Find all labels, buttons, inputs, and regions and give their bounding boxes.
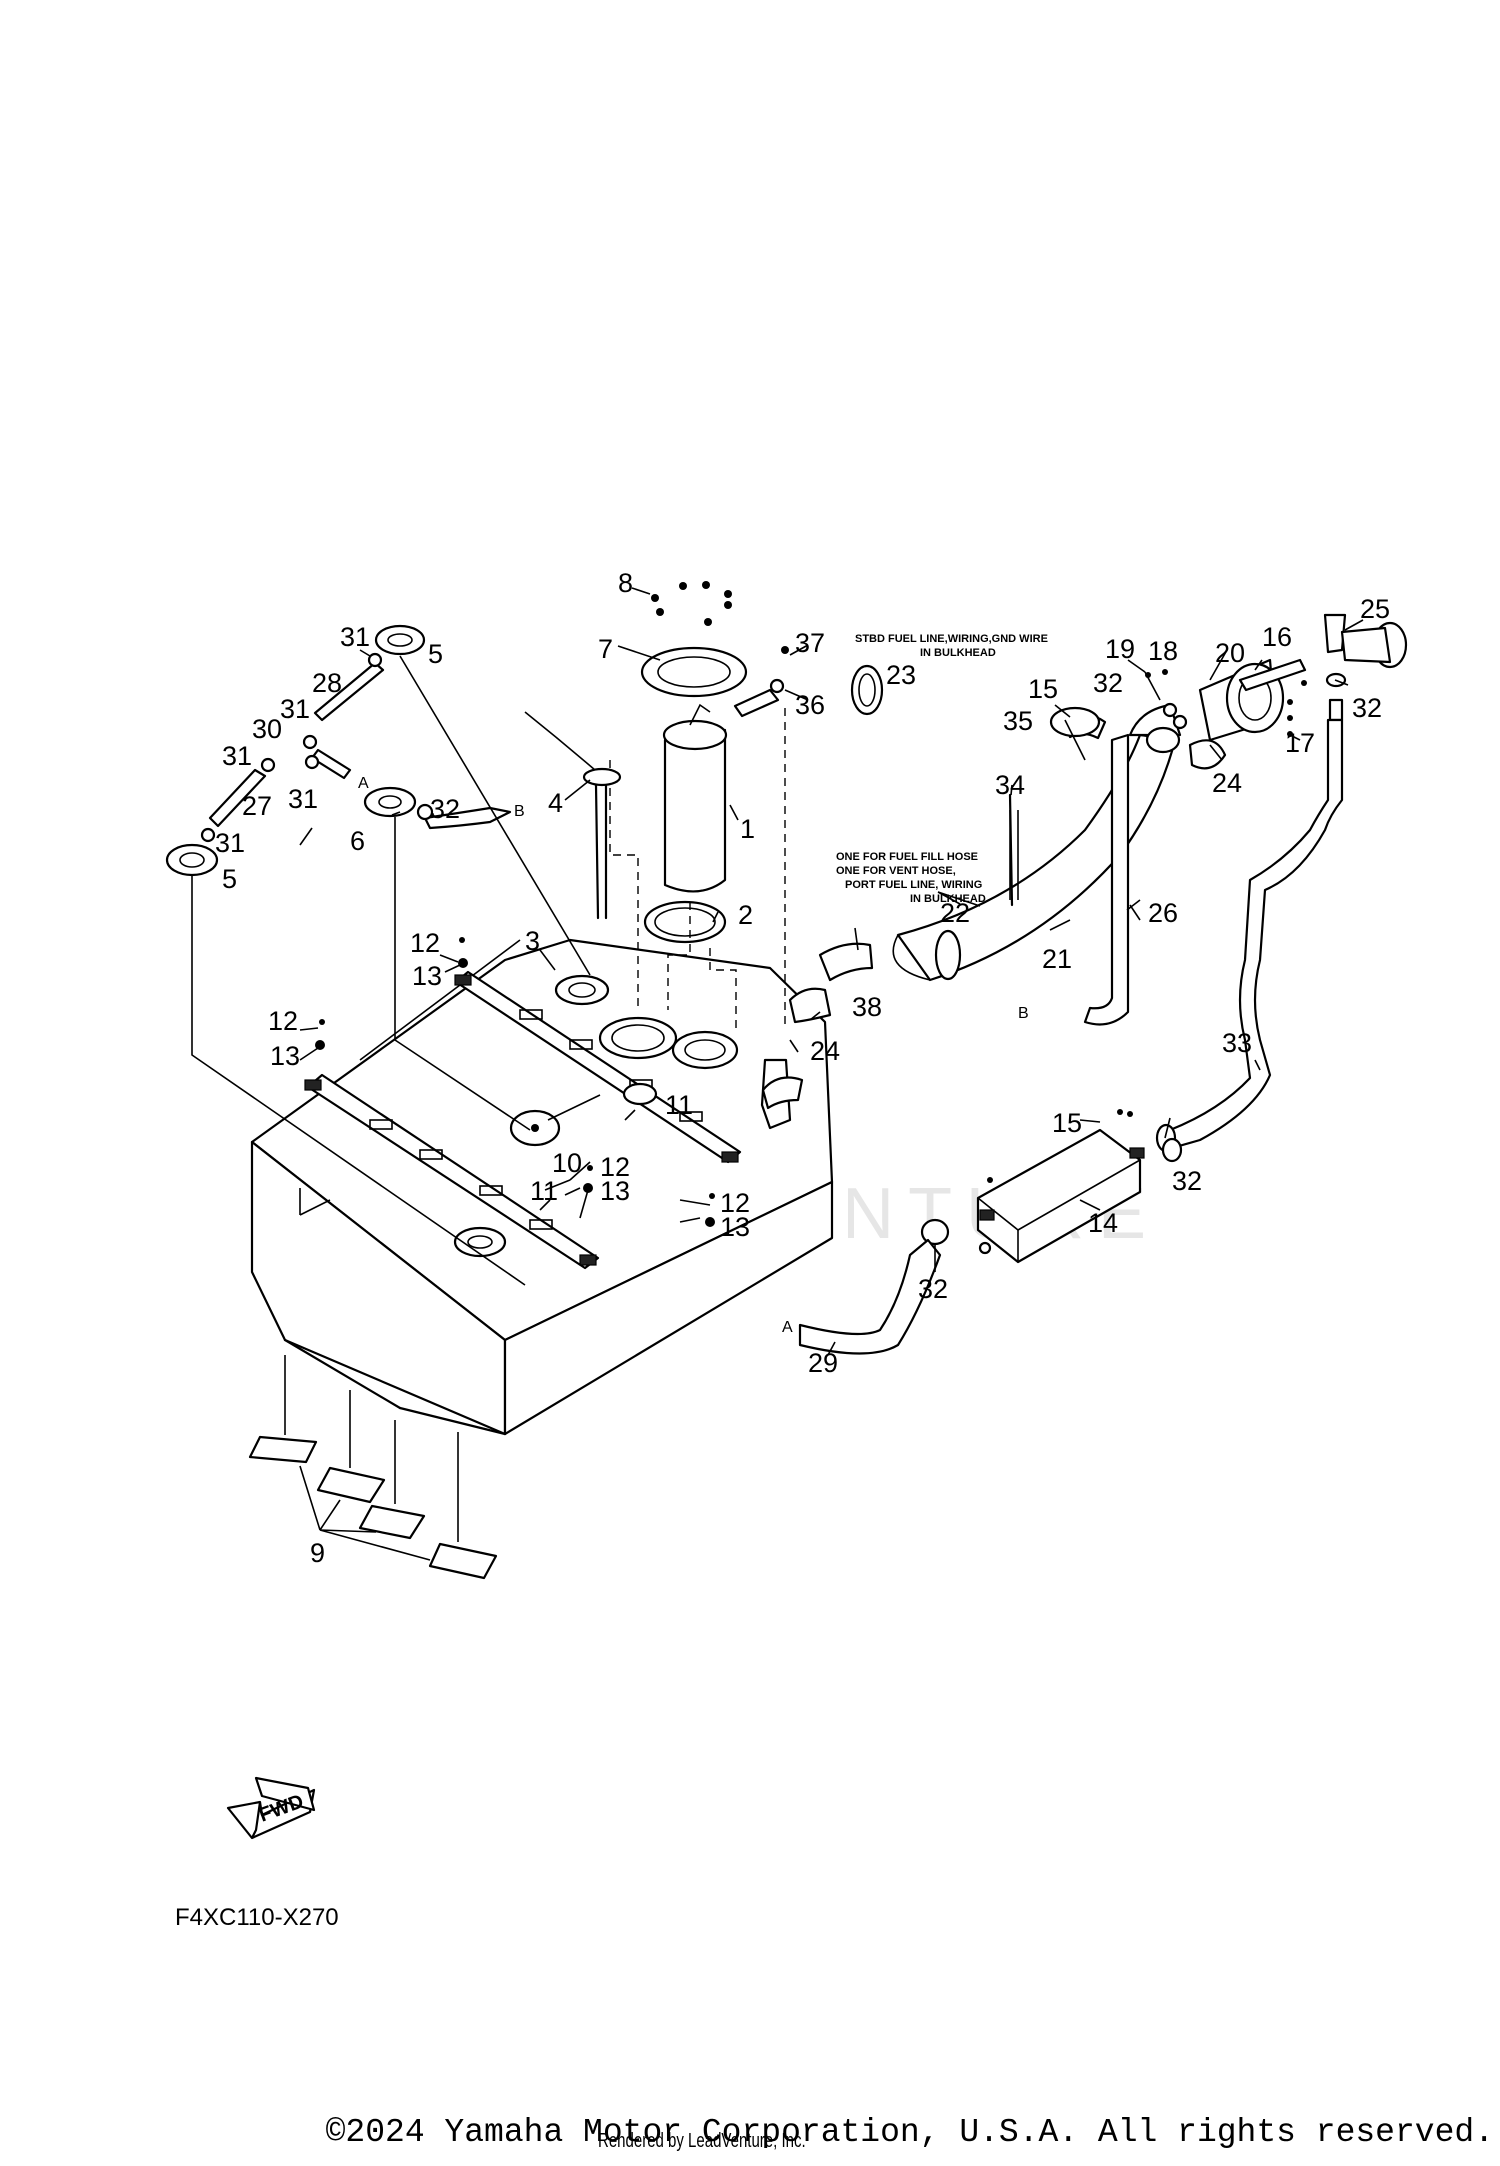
callout-30: 30 bbox=[252, 714, 282, 744]
note-port-2: ONE FOR VENT HOSE, bbox=[836, 865, 956, 877]
vent-fitting bbox=[733, 688, 780, 718]
note-port-1: ONE FOR FUEL FILL HOSE bbox=[836, 851, 978, 863]
diagram-code: F4XC110-X270 bbox=[175, 1904, 339, 1931]
callout-19: 19 bbox=[1105, 634, 1135, 664]
fill-neck bbox=[1145, 658, 1307, 770]
callout-2: 2 bbox=[738, 900, 753, 930]
note-port-3: PORT FUEL LINE, WIRING bbox=[845, 879, 982, 891]
canister bbox=[920, 1109, 1183, 1264]
hose-clamp-35 bbox=[1049, 706, 1101, 738]
grommet-23 bbox=[850, 664, 884, 716]
callout-31c: 31 bbox=[222, 741, 252, 771]
callout-31d: 31 bbox=[288, 784, 318, 814]
band-34 bbox=[1008, 793, 1014, 907]
ref-a-lower: A bbox=[782, 1319, 793, 1336]
fwd-arrow-icon: FWD bbox=[226, 1776, 316, 1840]
callout-28: 28 bbox=[312, 668, 342, 698]
callout-20: 20 bbox=[1215, 638, 1245, 668]
footer: ©2024 Yamaha Motor Corporation, U.S.A. A… bbox=[0, 2114, 1500, 2154]
callout-32c: 32 bbox=[1352, 693, 1382, 723]
callout-29: 29 bbox=[808, 1348, 838, 1378]
callout-34: 34 bbox=[995, 770, 1025, 800]
ref-b-upper: B bbox=[514, 803, 525, 820]
callout-7: 7 bbox=[598, 634, 613, 664]
callout-25: 25 bbox=[1360, 594, 1390, 624]
left-hoses bbox=[165, 624, 591, 1286]
callout-5b: 5 bbox=[222, 864, 237, 894]
rendered-by-text: Rendered by LeadVenture, Inc. bbox=[598, 2130, 806, 2152]
callout-21: 21 bbox=[1042, 944, 1072, 974]
callout-11a: 11 bbox=[665, 1090, 693, 1120]
level-sender bbox=[524, 711, 622, 920]
callout-32b: 32 bbox=[1093, 668, 1123, 698]
callout-31a: 31 bbox=[340, 622, 370, 652]
callout-6: 6 bbox=[350, 826, 365, 856]
copyright-text: ©2024 Yamaha Motor Corporation, U.S.A. A… bbox=[325, 2114, 1494, 2151]
callout-31e: 31 bbox=[215, 828, 245, 858]
hose-29 bbox=[798, 1238, 942, 1355]
callout-23: 23 bbox=[886, 660, 916, 690]
callout-9: 9 bbox=[310, 1538, 325, 1568]
callout-32d: 32 bbox=[1172, 1166, 1202, 1196]
callout-4: 4 bbox=[548, 788, 563, 818]
callout-1: 1 bbox=[740, 814, 755, 844]
callout-27: 27 bbox=[242, 791, 272, 821]
callout-3: 3 bbox=[525, 926, 540, 956]
callout-24a: 24 bbox=[1212, 768, 1242, 798]
callout-37: 37 bbox=[795, 628, 825, 658]
vent-fitting-25 bbox=[1323, 613, 1408, 722]
callout-14: 14 bbox=[1088, 1208, 1118, 1238]
callouts: 1 2 3 4 5 5 6 7 8 9 10 11 11 12 12 12 12… bbox=[215, 568, 1390, 1568]
callout-16: 16 bbox=[1262, 622, 1292, 652]
screws-8 bbox=[651, 581, 732, 626]
callout-22: 22 bbox=[940, 898, 970, 928]
callout-8: 8 bbox=[618, 568, 633, 598]
note-stbd-1: STBD FUEL LINE,WIRING,GND WIRE bbox=[855, 633, 1048, 645]
callout-32a: 32 bbox=[430, 794, 460, 824]
ref-a-upper: A bbox=[358, 775, 369, 792]
callout-33: 33 bbox=[1222, 1028, 1252, 1058]
callout-12c: 12 bbox=[600, 1152, 630, 1182]
callout-13c: 13 bbox=[600, 1176, 630, 1206]
notes: STBD FUEL LINE,WIRING,GND WIRE IN BULKHE… bbox=[836, 633, 1048, 905]
callout-12b: 12 bbox=[268, 1006, 298, 1036]
callout-15a: 15 bbox=[1028, 674, 1058, 704]
callout-31b: 31 bbox=[280, 694, 310, 724]
callout-26: 26 bbox=[1148, 898, 1178, 928]
callout-24b: 24 bbox=[810, 1036, 840, 1066]
callout-13d: 13 bbox=[720, 1212, 750, 1242]
callout-11b: 11 bbox=[530, 1176, 558, 1206]
tank-pads bbox=[248, 1355, 498, 1580]
callout-15b: 15 bbox=[1052, 1108, 1082, 1138]
ref-b-lower: B bbox=[1018, 1005, 1029, 1022]
bolts-12-13 bbox=[315, 937, 715, 1227]
fuel-pump-assembly bbox=[609, 646, 786, 1030]
callout-38: 38 bbox=[852, 992, 882, 1022]
callout-35: 35 bbox=[1003, 706, 1033, 736]
callout-36: 36 bbox=[795, 690, 825, 720]
callout-5a: 5 bbox=[428, 639, 443, 669]
callout-18: 18 bbox=[1148, 636, 1178, 666]
callout-10: 10 bbox=[552, 1148, 582, 1178]
callout-13a: 13 bbox=[412, 961, 442, 991]
vent-hose-33 bbox=[1163, 718, 1344, 1152]
callout-12a: 12 bbox=[410, 928, 440, 958]
leader-lines bbox=[299, 587, 1364, 1356]
note-stbd-2: IN BULKHEAD bbox=[920, 647, 996, 659]
callout-17: 17 bbox=[1285, 728, 1315, 758]
callout-32e: 32 bbox=[918, 1274, 948, 1304]
callout-12d: 12 bbox=[720, 1188, 750, 1218]
note-port-4: IN BULKHEAD bbox=[910, 893, 986, 905]
callout-13b: 13 bbox=[270, 1041, 300, 1071]
